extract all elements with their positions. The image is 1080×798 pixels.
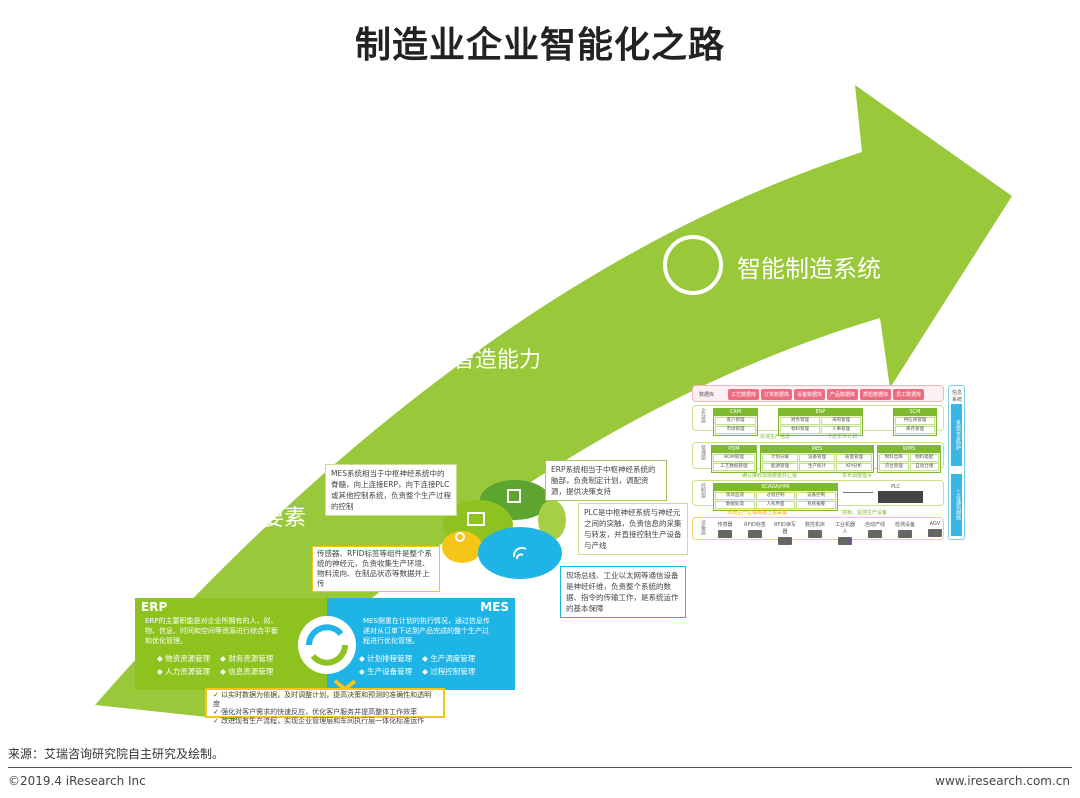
double-arrow: [843, 492, 873, 493]
db-pill: 设备数据库: [794, 389, 826, 400]
mes-item: ◆ 生产调度管理: [422, 654, 476, 663]
source-note: 来源：艾瑞咨询研究院自主研究及绘制。: [8, 747, 225, 761]
wifi-icon: [512, 546, 527, 560]
erp-item: ◆ 物资资源管理: [157, 654, 211, 663]
benefit-item: ✓ 以实时数据为依据，及时调整计划，提高决策和预测的准确性和透明度: [213, 691, 432, 708]
device-item: RFID标签: [743, 521, 767, 545]
mes-title: MES: [480, 600, 509, 614]
layer-label: 控制层: [700, 483, 706, 498]
benefits-box: ✓ 以实时数据为依据，及时调整计划，提高决策和预测的准确性和透明度 ✓ 强化对客…: [205, 688, 445, 725]
erp-item: ◆ 人力资源管理: [157, 667, 211, 676]
arrow-label: 反馈生产信息: [760, 434, 791, 440]
database-layer: 数据库 工艺数据库订单数据库设备数据库产品数据库质检数据库员工数据库: [692, 385, 944, 402]
callout-plc: PLC是中枢神经系统与神经元之间的突触，负责信息的采集与转发，并直接控制生产设备…: [578, 503, 688, 555]
info-system-column: 信息系统 系统安全防护 工业通讯网络: [948, 385, 965, 540]
arrow-label: 控制、监测生产设备: [842, 510, 888, 516]
plc-label: PLC: [891, 484, 901, 490]
layer-label: 设备层: [700, 520, 706, 535]
device-item: 检测设备: [893, 521, 917, 545]
monitor-icon: [467, 512, 485, 526]
benefit-item: ✓ 强化对客户需求的快速反应，优化客户服务并提高整体工作效率: [213, 708, 418, 716]
benefit-item: ✓ 改进现有生产流程，实现企业管理层和车间执行层一体化标准运作: [213, 716, 425, 725]
stage-2-label: 智造能力: [453, 348, 542, 373]
arrow-label: 确认接收现场数据并汇报: [742, 473, 798, 479]
mes-desc: MES侧重在计划的执行情况，通过信息传递对从订单下达到产品完成的整个生产过程进行…: [363, 617, 490, 645]
callout-network: 现场总线、工业以太网等通信设备是神经纤维，负责整个系统的数据、指令的传输工作，是…: [560, 566, 686, 618]
mes-item: ◆ 生产设备管理: [359, 667, 413, 676]
arrow-label: 发布调度指令: [842, 473, 873, 479]
chip-icon: [507, 489, 521, 503]
erp-item: ◆ 财务资源管理: [220, 654, 274, 663]
db-pill: 工艺数据库: [728, 389, 760, 400]
arrow-label: 现场生产过程数据上报采集: [727, 510, 788, 516]
device-item: 数控机床: [803, 521, 827, 545]
side-bar: 系统安全防护: [951, 404, 962, 466]
db-pill: 员工数据库: [893, 389, 925, 400]
erp-panel: ERP ERP的主要职能是对企业所拥有的人、财、物、信息、时间和空间等资源进行综…: [135, 598, 327, 690]
system-architecture-diagram: 数据库 工艺数据库订单数据库设备数据库产品数据库质检数据库员工数据库 企业层 C…: [692, 385, 965, 545]
side-title: 信息系统: [951, 390, 962, 403]
erp-desc: ERP的主要职能是对企业所拥有的人、财、物、信息、时间和空间等资源进行综合平衡和…: [145, 617, 278, 645]
brain-illustration: [442, 480, 566, 579]
db-pill: 订单数据库: [761, 389, 793, 400]
stage-2-circle: [400, 335, 440, 375]
device-item: AGV: [923, 521, 947, 545]
page-title: 制造业企业智能化之路: [354, 25, 725, 66]
layer-label: 管理层: [700, 445, 706, 460]
erp-title: ERP: [141, 600, 168, 614]
callout-sensor: 传感器、RFID标签等组件是整个系统的神经元，负责收集生产环境、物料流向、在制品…: [312, 546, 440, 592]
erp-item: ◆ 信息资源管理: [220, 667, 274, 676]
device-item: 工业机器人: [833, 521, 857, 545]
stage-3-circle: [663, 235, 723, 295]
cycle-icon: [298, 616, 357, 692]
device-item: 自动产线: [863, 521, 887, 545]
arrow-label: 下达工作计划: [827, 434, 858, 440]
db-label: 数据库: [699, 392, 715, 398]
mes-panel: MES MES侧重在计划的执行情况，通过信息传递对从订单下达到产品完成的整个生产…: [327, 598, 515, 690]
footer-divider: [8, 767, 1072, 768]
stage-3-label: 智能制造系统: [737, 255, 881, 283]
target-icon: [455, 532, 465, 542]
stage-1-label: 智造要素: [218, 506, 307, 531]
stage-1-circle: [180, 497, 206, 523]
device-item: RFID读写器: [773, 521, 797, 545]
mes-item: ◆ 计划排程管理: [359, 654, 413, 663]
side-bar: 工业通讯网络: [951, 474, 962, 536]
device-item: 传感器: [713, 521, 737, 545]
callout-erp: ERP系统相当于中枢神经系统的脑部，负责制定计划，调配资源，提供决策支持: [545, 460, 667, 501]
layer-label: 企业层: [700, 408, 706, 423]
mes-item: ◆ 过程控制管理: [422, 667, 476, 676]
callout-mes: MES系统相当于中枢神经系统中的脊髓，向上连接ERP，向下连接PLC或其他控制系…: [325, 464, 457, 516]
db-pill: 质检数据库: [860, 389, 892, 400]
plc-device-icon: [878, 491, 923, 503]
db-pill: 产品数据库: [827, 389, 859, 400]
device-layer: 设备层 传感器 RFID标签 RFID读写器 数控机床 工业机器人 自动产线 检…: [692, 517, 944, 545]
copyright: ©2019.4 iResearch Inc: [8, 774, 146, 788]
website-link[interactable]: www.iresearch.com.cn: [935, 774, 1070, 788]
